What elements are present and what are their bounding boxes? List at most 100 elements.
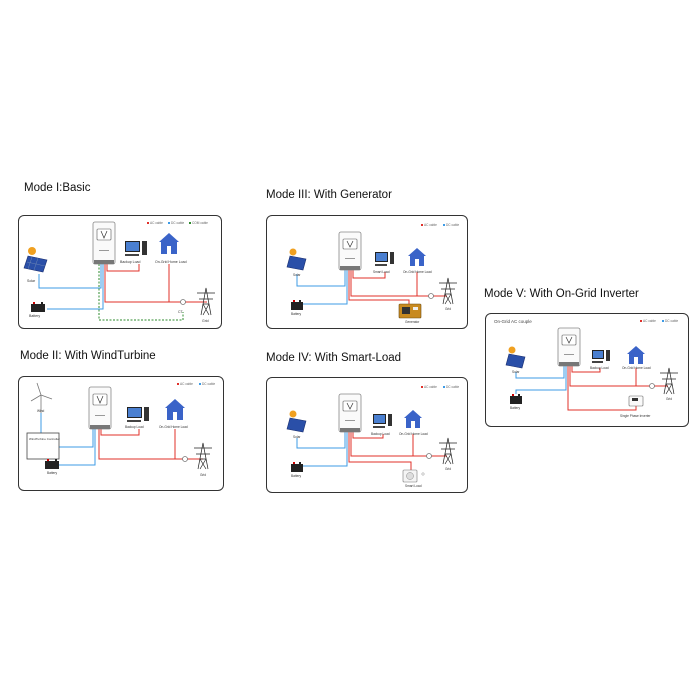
mode5-subtitle: On-Grid AC couple	[494, 319, 532, 324]
solar-panel-icon	[286, 248, 307, 271]
ct-label: CT	[178, 310, 184, 314]
backup-load-label: Backup Load	[371, 432, 390, 436]
house-icon	[404, 410, 422, 428]
legend: AC cable DC cable COM cable	[147, 221, 208, 225]
mode1-panel: AC cable DC cable COM cable Solar	[18, 215, 222, 329]
legend-ac-swatch	[147, 222, 149, 224]
inverter-icon	[88, 386, 112, 430]
computer-icon	[373, 414, 392, 428]
legend-dc-label: DC cable	[202, 382, 215, 386]
controller-label: WindTurbine Controller	[29, 437, 60, 441]
legend-dc-swatch	[168, 222, 170, 224]
legend-dc-swatch	[199, 383, 201, 385]
grid-label: Grid	[666, 397, 672, 401]
battery-icon	[45, 459, 59, 469]
backup-load-label: Backup Load	[120, 260, 140, 264]
smart-load-label: Smart Load	[405, 484, 422, 488]
solar-dc-cable	[38, 264, 102, 289]
ct-sensor-icon	[182, 456, 188, 462]
solar-panel-icon	[286, 410, 307, 433]
grid-ac-cable	[350, 432, 447, 457]
legend-dc-label: DC cable	[446, 223, 459, 227]
grid-ac-cable	[98, 429, 203, 460]
inverter-icon	[338, 231, 362, 271]
legend-ac-swatch	[640, 320, 642, 322]
ongrid-inverter-icon	[628, 395, 644, 407]
solar-label: Solar	[293, 435, 301, 439]
solar-label: Solar	[512, 370, 520, 374]
mode1-diagram: AC cable DC cable COM cable Solar	[23, 221, 215, 323]
controller-dc-cable	[59, 429, 94, 448]
legend: AC cable DC cable	[421, 385, 459, 389]
legend: AC cable DC cable	[640, 319, 678, 323]
solar-dc-cable	[515, 366, 565, 379]
home-load-label: On-Grid Home Load	[622, 366, 651, 370]
mode2-diagram: AC cable DC cable Wind WindTurbine Contr…	[26, 382, 215, 477]
legend-com-swatch	[189, 222, 191, 224]
inverter-icon	[338, 393, 362, 433]
mode1-title: Mode I:Basic	[24, 182, 91, 194]
battery-icon	[510, 394, 522, 404]
solar-dc-cable	[296, 432, 346, 449]
solar-label: Solar	[293, 273, 301, 277]
generator-ac-cable	[348, 270, 410, 304]
grid-tower-icon	[660, 367, 678, 395]
mode4-panel: AC cable DC cable Solar Battery	[266, 377, 468, 493]
backup-ac-cable	[352, 432, 384, 439]
backup-load-label: Backup Load	[590, 366, 609, 370]
ongrid-inverter-label: Single Phase Inverter	[620, 414, 651, 418]
backup-load-label: Backup Load	[125, 425, 144, 429]
computer-icon	[127, 407, 149, 422]
backup-ac-cable	[106, 264, 140, 272]
battery-icon	[291, 300, 303, 310]
home-load-label: On-Grid Home Load	[159, 425, 188, 429]
home-load-label: On-Grid Home Load	[403, 270, 432, 274]
legend-com-label: COM cable	[192, 221, 208, 225]
home-load-label: On-Grid Home Load	[399, 432, 428, 436]
legend-ac-swatch	[421, 224, 423, 226]
grid-ac-cable	[569, 366, 668, 387]
legend-ac-label: AC cable	[424, 385, 437, 389]
mode3-panel: AC cable DC cable Solar Battery	[266, 215, 468, 329]
battery-label: Battery	[47, 471, 58, 475]
house-icon	[408, 248, 426, 266]
smart-load-icon	[402, 469, 425, 483]
inverter-icon	[557, 327, 581, 367]
house-icon	[159, 233, 179, 254]
house-icon	[627, 346, 645, 364]
mode2-title: Mode II: With WindTurbine	[20, 350, 156, 362]
inverter-icon	[92, 221, 116, 265]
battery-dc-cable	[296, 270, 348, 308]
backup-ac-cable	[100, 429, 140, 436]
grid-tower-icon	[197, 287, 215, 316]
battery-label: Battery	[291, 312, 302, 316]
computer-icon	[375, 252, 394, 266]
mode4-diagram: AC cable DC cable Solar Battery	[286, 385, 459, 488]
wind-turbine-icon	[30, 382, 53, 413]
grid-label: Grid	[202, 319, 209, 323]
legend: AC cable DC cable	[177, 382, 215, 386]
ct-sensor-icon	[180, 299, 186, 305]
wind-label: Wind	[37, 409, 44, 413]
mode5-title: Mode V: With On-Grid Inverter	[484, 288, 639, 300]
battery-dc-cable	[47, 264, 104, 310]
battery-dc-cable	[59, 429, 96, 466]
ct-sensor-icon	[428, 293, 434, 299]
grid-tower-icon	[439, 277, 457, 305]
solar-panel-icon	[505, 346, 526, 369]
grid-label: Grid	[200, 473, 206, 477]
legend-ac-label: AC cable	[424, 223, 437, 227]
mode4-title: Mode IV: With Smart-Load	[266, 352, 402, 364]
backup-load-label: Smart Load	[373, 270, 390, 274]
battery-label: Battery	[510, 406, 521, 410]
ct-sensor-icon	[649, 383, 655, 389]
windturbine-controller-box	[26, 432, 60, 460]
legend-ac-swatch	[421, 386, 423, 388]
battery-icon	[291, 462, 303, 472]
mode3-diagram: AC cable DC cable Solar Battery	[286, 223, 459, 324]
computer-icon	[592, 350, 610, 363]
legend-dc-label: DC cable	[446, 385, 459, 389]
legend-dc-label: DC cable	[665, 319, 678, 323]
mode2-panel: AC cable DC cable Wind WindTurbine Contr…	[18, 376, 224, 491]
ongrid-inverter-ac-cable	[567, 366, 637, 411]
